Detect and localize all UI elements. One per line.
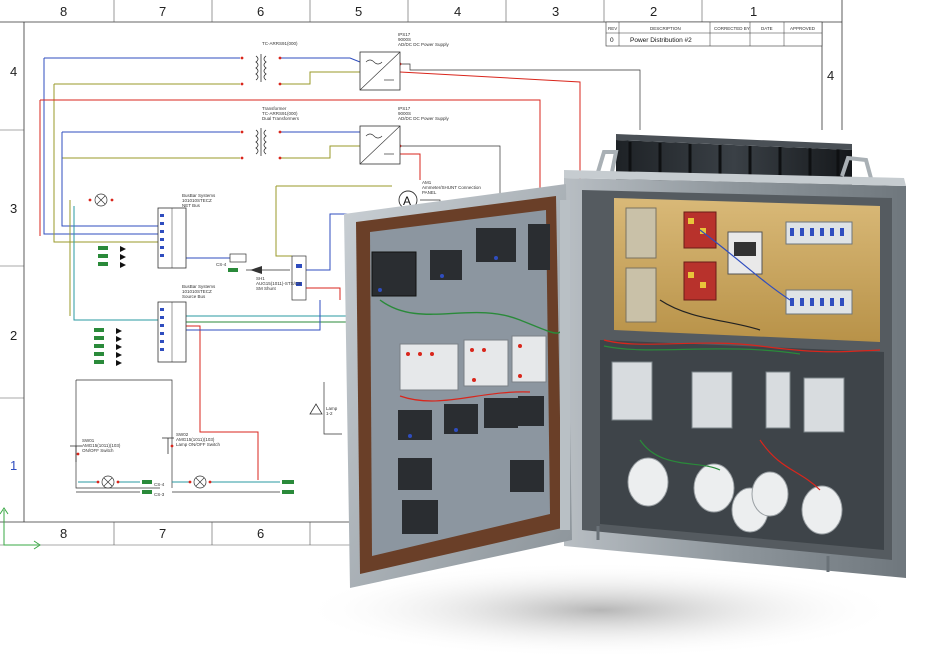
transformer-label: Transformer [262,106,287,111]
zone-label-left: 3 [10,201,17,216]
revision-number: 0 [610,37,614,44]
shunt-label: SH1 [256,276,265,281]
schematic-sheet: 8 7 6 5 4 3 2 1 8 7 6 4 3 2 1 4 REV DESC… [0,0,843,550]
floor-shadow [300,562,900,658]
switch-label: SW01 [82,438,95,443]
zone-label-top: 4 [454,4,461,19]
revision-table: REV DESCRIPTION CORRECTED BY DATE APPROV… [605,21,823,47]
revision-header: DATE [761,26,773,31]
supply-label: IPS17 [398,32,411,37]
power-supply-2 [359,125,401,165]
cabinet-feet [596,526,830,572]
zone-label-left: 4 [10,64,17,79]
zone-label-top: 5 [355,4,362,19]
zone-label-right: 4 [827,68,834,83]
axis-gizmo-icon [0,507,41,550]
schematic-wiring [39,57,641,493]
shunt-symbol [291,255,307,301]
zone-label-left: 1 [10,458,17,473]
component-labels: TC-ARRS91(000) IPS17 9000S AD/DC DC Powe… [82,32,481,497]
lamp-label: 1-2 [326,411,333,416]
zone-label-top: 7 [159,4,166,19]
ammeter-label: Ammeter/SHUNT Connection [422,185,481,190]
zone-label-top: 8 [60,4,67,19]
connector-label: CS-4 [154,482,165,487]
shunt-label: SM Shunt [256,286,277,291]
switch-symbol [162,437,174,454]
lifting-handle [596,150,619,173]
shunt-label: AUG15(1011)-STS/CS [256,281,301,286]
revision-description: Power Distribution #2 [630,37,692,44]
zone-label-bottom: 6 [257,526,264,541]
transformer-label: TC-ARRS91(000) [262,111,298,116]
supply-label: AD/DC DC Power Supply [398,116,450,121]
lamp-symbol [193,475,207,489]
door-wiring [399,391,531,402]
zone-label-top: 1 [750,4,757,19]
contactor [727,231,763,275]
ammeter-label: PANEL [422,190,437,195]
breaker-module [611,361,845,433]
switch-symbol [70,445,82,462]
door-mounted-devices [371,224,550,534]
zone-label-top: 2 [650,4,657,19]
ammeter-label: AM1 [422,180,432,185]
wire-terminals [76,56,402,484]
zone-label-left: 2 [10,328,17,343]
terminal-block-2 [157,301,187,363]
transformer-2 [255,128,267,156]
lamp-label: Lamp [326,406,338,411]
zone-label-bottom: 8 [60,526,67,541]
din-terminal-row [785,221,853,315]
transformer-1 [255,54,267,82]
open-door [344,184,572,588]
terminal-label: Source Bus [182,294,206,299]
terminal-label: 101010STECZ [182,289,212,294]
fuse-symbol [229,253,262,274]
revision-header: APPROVED [790,26,816,31]
supply-label: 9000S [398,111,411,116]
terminal-label: 101010STECZ [182,198,212,203]
connector-label: CS-3 [154,492,165,497]
supply-label: IPS17 [398,106,411,111]
lamp-symbol [94,193,108,207]
lifting-handle [840,155,874,183]
revision-header: DESCRIPTION [650,26,681,31]
cabinet-top [564,170,906,186]
psu-module [625,207,657,323]
supply-label: 9000S [398,37,411,42]
switch-label: SW02 [176,432,189,437]
revision-header: REV [608,26,617,31]
switch-label: ON/OFF Switch [82,448,114,453]
power-supply-1 [359,51,401,91]
terminal-block-1 [157,207,187,269]
zone-label-top: 3 [552,4,559,19]
terminal-label: BusBar Systems [182,284,216,289]
supply-label: AD/DC DC Power Supply [398,42,450,47]
terminal-label: BusBar Systems [182,193,216,198]
transformer-label: Dual Transformers [262,116,300,121]
zone-label-top: 6 [257,4,264,19]
enclosure-illustration [300,134,906,658]
switch-label: AMG15(1011)(103) [82,443,121,448]
bulb-symbol [309,403,323,415]
revision-header: CORRECTED BY [714,26,750,31]
terminal-label: NET Bus [182,203,201,208]
off-page-connectors [94,246,294,494]
svg-text:A: A [403,194,411,208]
switch-label: AMG15(1011)(103) [176,437,215,442]
door-hinge [560,200,570,530]
cable-jars [627,457,843,535]
lamp-symbol [101,475,115,489]
zone-label-bottom: 7 [159,526,166,541]
switch-label: Lamp ON/OFF Switch [176,442,221,447]
connector-label: CS-4 [216,262,227,267]
interior-wiring [603,229,881,491]
transformer-label: TC-ARRS91(000) [262,41,298,46]
